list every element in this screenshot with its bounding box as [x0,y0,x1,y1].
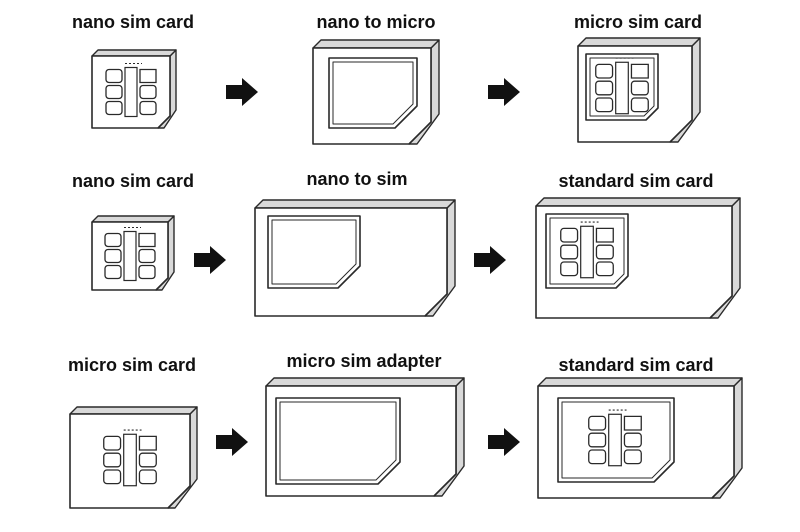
row2-nano-to-sim-adapter-icon [254,199,456,317]
row2-adapter-opening-icon [267,215,361,289]
row2-nano-chip-icon [104,226,156,282]
row3-standard-window-icon [557,397,675,483]
row2-nano-sim-icon [91,215,175,291]
row1-adapter-label: nano to micro [316,12,436,32]
row2-nano-sim-label: nano sim card [71,171,195,191]
row1-micro-sim-icon [577,37,701,143]
row1-micro-chip-icon [595,57,649,115]
row3-adapter-label: micro sim adapter [286,351,442,371]
row1-nano-sim-icon [91,49,177,129]
row1-micro-window-icon [585,53,659,121]
row3-micro-sim-adapter-icon [265,377,465,497]
row2-arrow-1-icon [194,246,226,274]
row2-standard-sim-icon [535,197,741,319]
row2-arrow-2-icon [474,246,506,274]
row1-arrow-2-icon [488,78,520,106]
row3-result-label: standard sim card [558,355,714,375]
row2-standard-window-icon [545,213,629,289]
row2-standard-chip-icon [560,221,614,279]
row1-nano-chip-icon [105,62,157,118]
row1-nano-to-micro-adapter-icon [312,39,440,145]
row3-standard-chip-icon [588,409,642,467]
row3-micro-chip-icon [103,429,157,487]
row2-result-label: standard sim card [558,171,714,191]
row3-micro-sim-icon [69,406,198,509]
row3-adapter-opening-icon [275,397,401,485]
row1-nano-sim-label: nano sim card [71,12,195,32]
row1-arrow-1-icon [226,78,258,106]
row3-arrow-2-icon [488,428,520,456]
row3-standard-sim-icon [537,377,743,499]
row3-arrow-1-icon [216,428,248,456]
row1-result-label: micro sim card [573,12,703,32]
row1-adapter-opening-icon [328,57,418,129]
row3-micro-sim-label: micro sim card [67,355,197,375]
row2-adapter-label: nano to sim [306,169,408,189]
